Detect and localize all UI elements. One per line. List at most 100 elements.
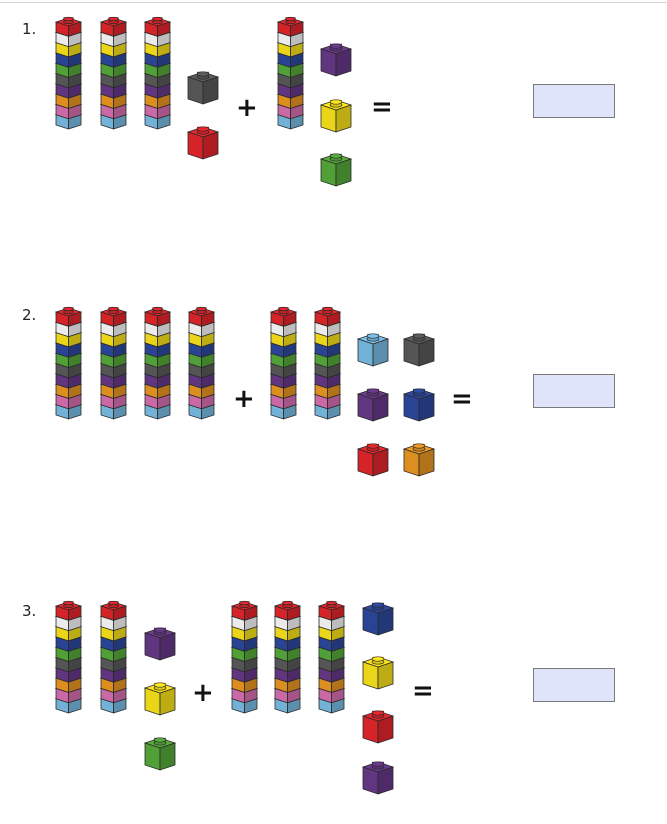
loose-cube [143,732,177,772]
cube-yellow [143,682,177,716]
cube-red [356,443,390,477]
cube-green [143,737,177,771]
loose-cube [356,438,390,478]
cube-red [186,126,220,160]
ten-tower [143,302,172,427]
tower-top-stud [326,600,337,609]
ten-tower [99,596,128,721]
loose-cube [143,677,177,717]
ten-tower [317,596,346,721]
cube-orange [402,443,436,477]
cube-purple [361,761,395,795]
loose-cube [319,38,353,78]
loose-cube [356,383,390,423]
cube-yellow [319,99,353,133]
tower-top-stud [108,600,119,609]
tower-top-stud [278,306,289,315]
cube-blue [361,602,395,636]
tower-cubes [54,306,83,420]
plus-sign: + [236,93,258,123]
tower-top-stud [152,306,163,315]
tower-top-stud [63,600,74,609]
equals-sign: = [412,676,434,706]
tower-cubes [230,600,259,714]
tower-cube [54,601,83,621]
cube-purple [356,388,390,422]
tower-cubes [269,306,298,420]
tower-top-stud [63,306,74,315]
loose-cube [319,94,353,134]
tower-cube [317,601,346,621]
tower-cube [54,17,83,37]
loose-cube [402,438,436,478]
loose-cube [361,705,395,745]
loose-cube [186,121,220,161]
tower-top-stud [322,306,333,315]
cube-green [319,153,353,187]
tower-cubes [273,600,302,714]
answer-box[interactable] [533,374,615,408]
tower-cubes [99,600,128,714]
ten-tower [99,12,128,137]
tower-top-stud [108,16,119,25]
loose-cube [402,383,436,423]
loose-cube [319,148,353,188]
ten-tower [276,12,305,137]
tower-cubes [143,16,172,130]
plus-sign: + [233,384,255,414]
ten-tower [230,596,259,721]
loose-cube [361,756,395,796]
plus-sign: + [192,678,214,708]
tower-cubes [54,600,83,714]
tower-cubes [313,306,342,420]
problem-1: 1. + = [0,0,667,240]
cube-purple [143,627,177,661]
tower-cubes [143,306,172,420]
tower-top-stud [196,306,207,315]
cube-lightblue [356,333,390,367]
ten-tower [54,302,83,427]
tower-cube [99,307,128,327]
cube-blue [402,388,436,422]
ten-tower [273,596,302,721]
problem-3: 3. + = [0,584,667,824]
ten-tower [54,596,83,721]
equals-sign: = [451,384,473,414]
ten-tower [99,302,128,427]
loose-cube [361,651,395,691]
tower-cubes [54,16,83,130]
loose-cube [186,66,220,106]
tower-top-stud [239,600,250,609]
answer-box[interactable] [533,84,615,118]
tower-top-stud [285,16,296,25]
ten-tower [54,12,83,137]
ten-tower [269,302,298,427]
tower-cubes [187,306,216,420]
cube-red [361,710,395,744]
problem-2: 2. + = [0,290,667,530]
cube-purple [319,43,353,77]
answer-box[interactable] [533,668,615,702]
top-divider [0,2,667,3]
cube-gray [186,71,220,105]
cube-gray [402,333,436,367]
tower-cubes [99,306,128,420]
loose-cube [361,597,395,637]
equals-sign: = [371,92,393,122]
loose-cube [143,622,177,662]
ten-tower [143,12,172,137]
tower-cubes [99,16,128,130]
tower-cube [269,307,298,327]
loose-cube [402,328,436,368]
tower-cubes [276,16,305,130]
tower-top-stud [282,600,293,609]
loose-cube [356,328,390,368]
problem-number: 2. [22,306,37,324]
cube-yellow [361,656,395,690]
tower-cube [54,307,83,327]
ten-tower [313,302,342,427]
tower-top-stud [152,16,163,25]
tower-top-stud [63,16,74,25]
problem-number: 1. [22,20,37,38]
problem-number: 3. [22,602,37,620]
